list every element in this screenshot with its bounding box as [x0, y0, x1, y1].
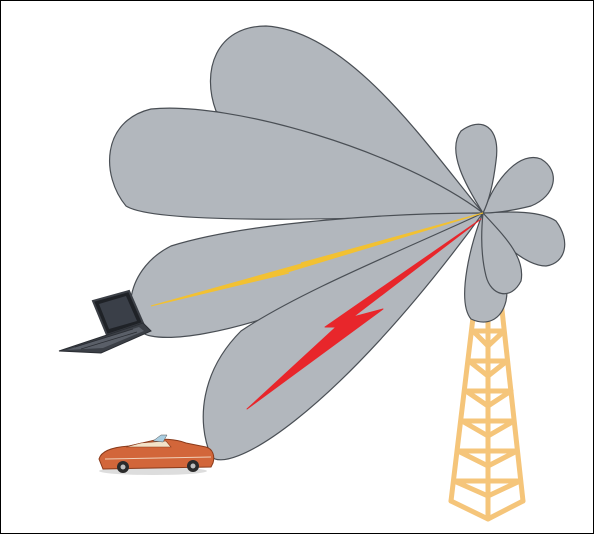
- convertible-car-icon: [99, 435, 214, 475]
- radiation-lobes: [110, 26, 565, 460]
